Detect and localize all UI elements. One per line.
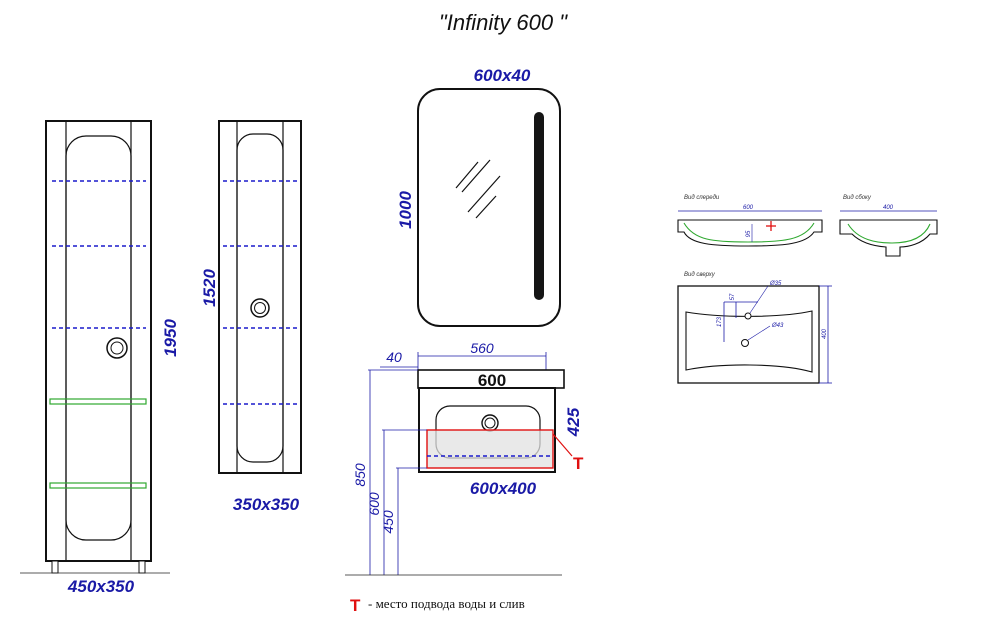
sink-top-depth: 400 [822, 328, 828, 339]
vanity-height-600: 600 [366, 492, 382, 516]
plumbing-zone [426, 429, 554, 469]
faucet-hole-icon [744, 312, 752, 320]
cabinet-leg [51, 560, 59, 574]
sink-hole-43: Ø43 [771, 323, 784, 329]
sink-side-view: Вид сбоку 400 [839, 195, 938, 257]
vanity-offset: 40 [386, 349, 402, 365]
sink-hole-35: Ø35 [769, 281, 782, 287]
mirror-frame [417, 88, 561, 327]
glare-icon [455, 161, 479, 189]
sink-side-title: Вид сбоку [843, 195, 872, 201]
vanity-install-height: 850 [352, 463, 368, 487]
vanity-inner-width: 560 [470, 340, 494, 356]
sink-front-bowl [683, 222, 815, 243]
glare-icon [467, 175, 501, 213]
drawing-title: "Infinity 600 " [439, 10, 568, 35]
knob-inner-icon [254, 302, 266, 314]
legend-marker: T [350, 596, 361, 615]
tall-cabinet: 1950 450x350 [20, 120, 180, 596]
vanity-height-450: 450 [380, 510, 396, 534]
vanity-height: 425 [564, 407, 583, 437]
tall-cabinet-glass-shelf [49, 482, 147, 489]
vanity-width: 600 [478, 371, 506, 390]
drain-icon [481, 414, 499, 432]
knob-icon [250, 298, 270, 318]
sink-side-bowl [847, 223, 931, 244]
tall-cabinet-height: 1950 [161, 319, 180, 357]
marker-leader [552, 433, 573, 457]
medium-cabinet: 1520 350x350 [200, 120, 302, 514]
sink-side-outline [839, 219, 938, 257]
sink-top-view: Вид сверху 57 173 Ø35 Ø43 400 [677, 272, 832, 384]
cabinet-leg [138, 560, 146, 574]
knob-inner-icon [110, 341, 124, 355]
drain-inner-icon [484, 417, 496, 429]
sink-front-depth: 95 [746, 230, 752, 237]
leader-line [749, 285, 769, 314]
legend-text: - место подвода воды и слив [368, 596, 525, 611]
sink-dim-173: 173 [717, 316, 723, 327]
sink-front-view: Вид спереди 600 95 [677, 195, 823, 247]
sink-top-bowl [685, 310, 813, 373]
plumbing-marker: T [573, 454, 584, 473]
sink-side-width: 400 [883, 205, 894, 211]
sink-front-width: 600 [743, 205, 754, 211]
sink-dim-57: 57 [730, 293, 736, 300]
drain-hole-icon [741, 339, 749, 347]
medium-cabinet-body [218, 120, 302, 474]
tall-cabinet-footprint: 450x350 [67, 577, 135, 596]
mirror-height: 1000 [396, 191, 415, 229]
glare-icon [461, 159, 491, 193]
vanity-unit: 40 560 600 T 425 600x400 850 600 450 [345, 340, 584, 576]
leader-line [747, 325, 771, 341]
tall-cabinet-door [65, 135, 132, 541]
legend: T - место подвода воды и слив [350, 596, 525, 615]
vanity-basin-size: 600x400 [470, 479, 537, 498]
mirror-size: 600x40 [474, 66, 531, 85]
mirror: 600x40 1000 [396, 66, 561, 327]
sink-front-title: Вид спереди [684, 195, 720, 201]
tall-cabinet-body [45, 120, 152, 562]
tall-cabinet-glass-shelf [49, 398, 147, 405]
sink-top-title: Вид сверху [684, 272, 716, 278]
medium-cabinet-height: 1520 [200, 269, 219, 307]
glare-icon [475, 195, 497, 219]
medium-cabinet-footprint: 350x350 [233, 495, 300, 514]
medium-cabinet-door [236, 133, 284, 463]
knob-icon [106, 337, 128, 359]
mirror-light-strip [534, 112, 544, 300]
